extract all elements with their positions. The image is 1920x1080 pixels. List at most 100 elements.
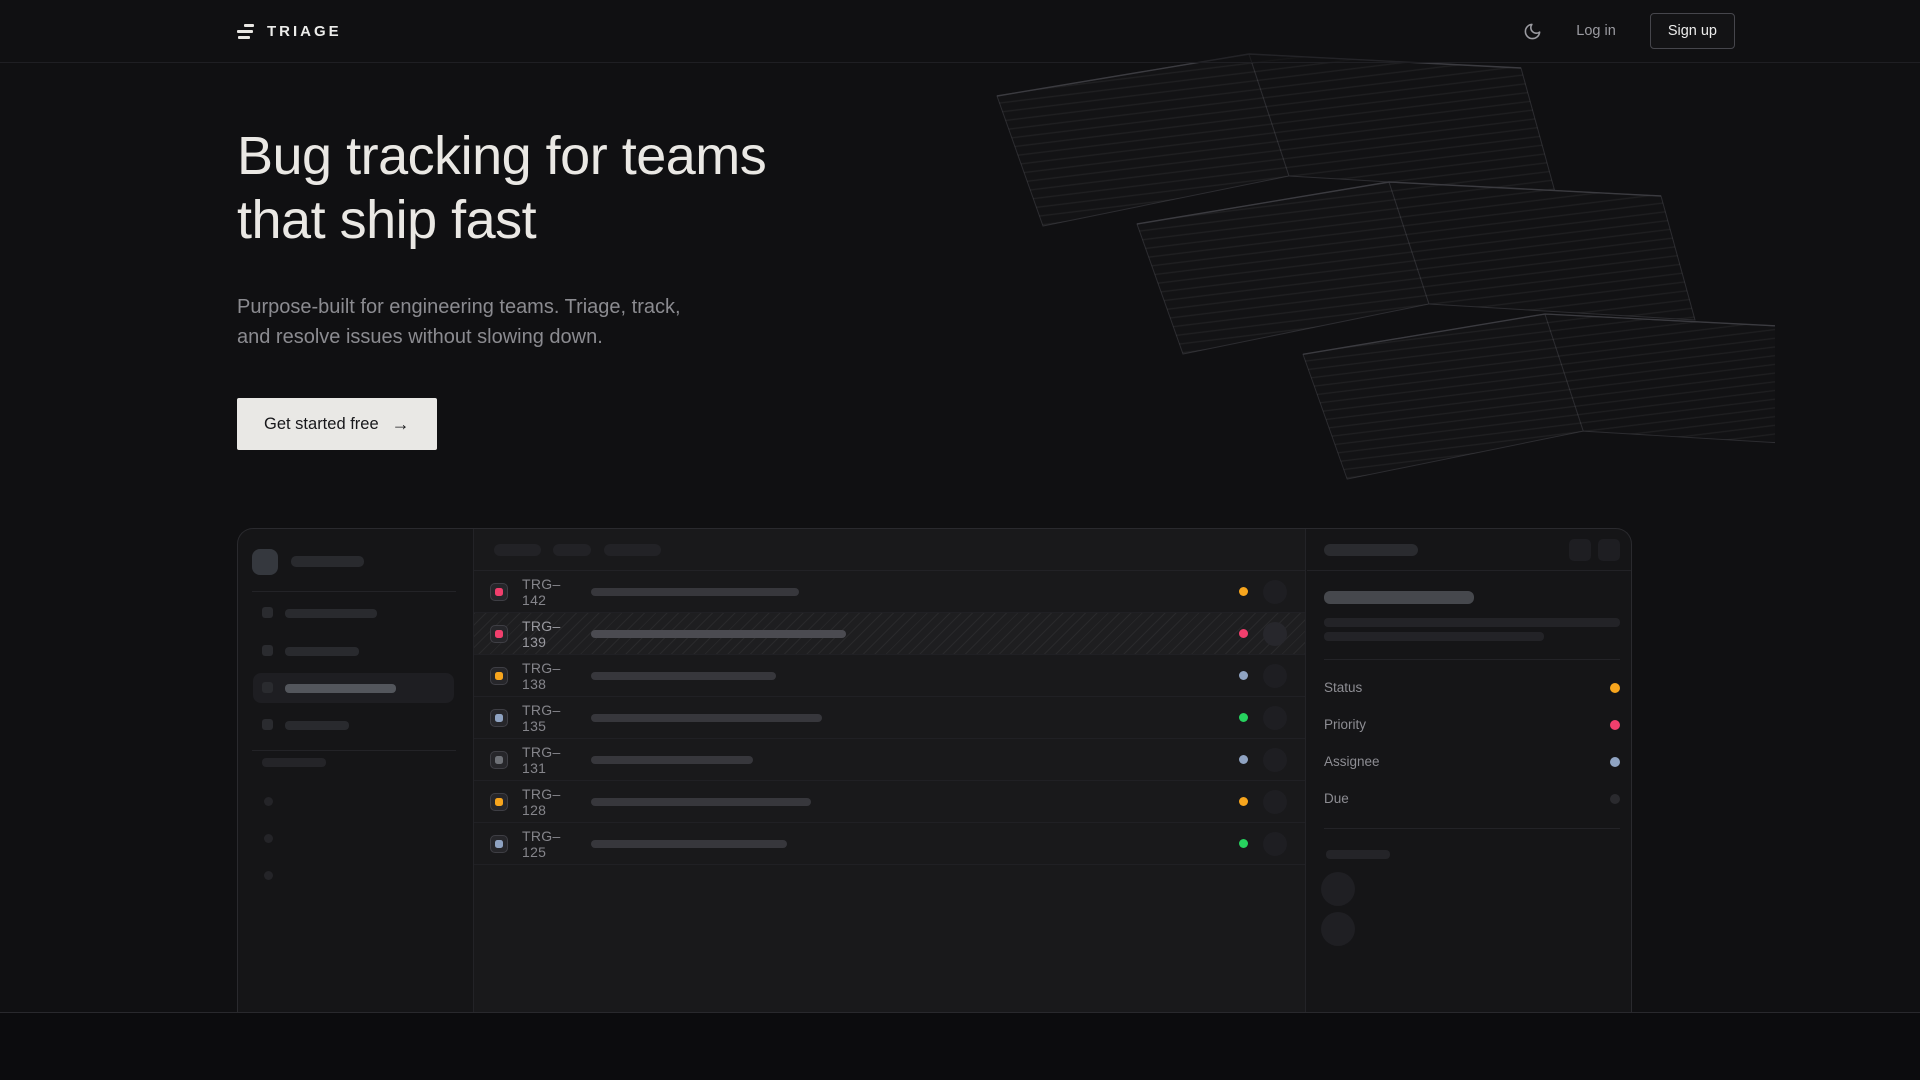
description-skeleton [1324,618,1620,627]
issue-row: TRG–139 [474,613,1305,655]
tag-dot-skeleton [264,871,273,880]
top-nav: TRIAGE Log in Sign up [0,0,1920,63]
issue-row: TRG–138 [474,655,1305,697]
issue-type-icon [490,834,508,853]
detail-field-row: Assignee [1324,743,1620,780]
nav-label-skeleton [285,684,396,693]
mockup-sidebar [238,529,473,1012]
comments-label-skeleton [1326,850,1390,859]
status-dot [1239,671,1248,680]
issue-title-skeleton [591,671,776,680]
detail-field-row: Priority [1324,706,1620,743]
issue-title-skeleton [591,629,846,638]
page-title: Bug tracking for teams that ship fast [237,124,767,252]
hero-subtitle: Purpose-built for engineering teams. Tri… [237,296,681,348]
issue-id: TRG–142 [522,575,561,608]
workspace-name-skeleton [291,556,364,567]
status-dot [1239,839,1248,848]
signup-button[interactable]: Sign up [1649,13,1735,49]
toolbar-button-skeleton [1598,539,1620,561]
issue-row: TRG–128 [474,781,1305,823]
issue-row: TRG–131 [474,739,1305,781]
assignee-avatar [1263,579,1287,604]
issue-id: TRG–138 [522,659,561,692]
assignee-avatar [1263,705,1287,730]
brand: TRIAGE [237,23,342,40]
detail-field-row: Due [1324,780,1620,817]
get-started-button[interactable]: Get started free → [237,398,437,450]
divider [1324,828,1620,829]
page-title-line1: Bug tracking for teams [237,126,767,186]
tag-dot-skeleton [264,834,273,843]
detail-toolbar [1307,529,1631,571]
issue-id: TRG–125 [522,827,561,860]
nav-label-skeleton [285,609,377,618]
issue-row: TRG–142 [474,571,1305,613]
nav-actions: Log in Sign up [1523,13,1735,49]
field-value-dot [1610,682,1620,693]
issue-id: TRG–131 [522,743,561,776]
divider [252,750,456,751]
assignee-avatar [1263,663,1287,688]
nav-icon-skeleton [262,607,273,618]
issue-type-icon [490,750,508,769]
divider [252,591,456,592]
issue-title-skeleton [591,755,753,764]
assignee-avatar [1263,789,1287,814]
moon-icon [1524,23,1541,39]
detail-field-row: Status [1324,669,1620,706]
field-label: Due [1324,791,1349,806]
nav-icon-skeleton [262,645,273,656]
assignee-avatar [1263,621,1287,646]
nav-label-skeleton [285,647,359,656]
filter-chip-skeleton [604,544,661,556]
triage-logo-icon [237,23,255,39]
filter-chip-skeleton [553,544,591,556]
issue-title-skeleton [1324,591,1474,604]
wireframe-slabs-decoration [996,53,1775,480]
login-link[interactable]: Log in [1576,23,1616,39]
issue-type-icon [490,582,508,601]
sidebar-nav-item-skeleton [238,598,473,628]
assignee-avatar [1263,831,1287,856]
field-value-dot [1610,793,1620,804]
issue-id: TRG–128 [522,785,561,818]
sidebar-nav-item-skeleton [238,636,473,666]
field-label: Assignee [1324,754,1380,769]
issue-title-skeleton [591,839,787,848]
field-label: Status [1324,680,1363,695]
issue-row: TRG–125 [474,823,1305,865]
status-dot [1239,629,1248,638]
sidebar-nav-item-active-skeleton [253,673,454,703]
assignee-avatar [1263,747,1287,772]
issue-title-skeleton [591,797,811,806]
issue-title-skeleton [591,713,822,722]
section-label-skeleton [262,758,326,767]
breadcrumb-skeleton [1324,544,1418,556]
nav-icon-skeleton [262,682,273,693]
theme-toggle-button[interactable] [1523,22,1542,41]
page-title-line2: that ship fast [237,190,537,250]
description-skeleton [1324,632,1544,641]
issue-type-icon [490,666,508,685]
arrow-right-icon: → [391,413,410,434]
sidebar-nav-item-skeleton [238,710,473,740]
status-dot [1239,797,1248,806]
comment-avatar-skeleton [1321,912,1355,946]
filter-chip-skeleton [494,544,541,556]
issue-type-icon [490,792,508,811]
workspace-avatar-skeleton [252,549,278,575]
issue-title-skeleton [591,587,799,596]
issue-id: TRG–139 [522,617,561,650]
issue-type-icon [490,624,508,643]
status-dot [1239,587,1248,596]
issue-row: TRG–135 [474,697,1305,739]
divider [1324,659,1620,660]
get-started-label: Get started free [264,414,379,433]
toolbar-button-skeleton [1569,539,1591,561]
nav-label-skeleton [285,721,349,730]
